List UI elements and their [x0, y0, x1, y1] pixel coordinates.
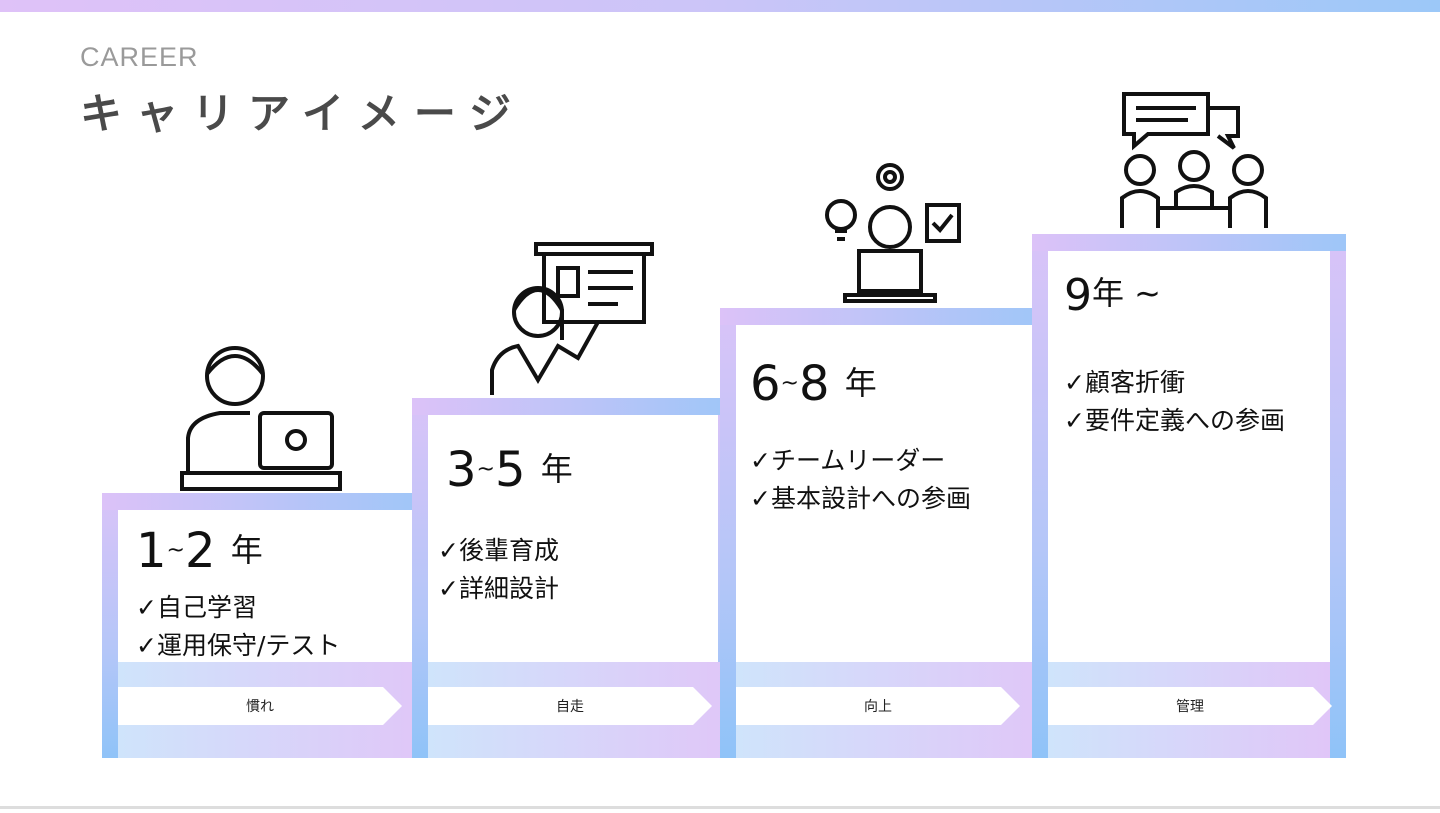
stage-arrow: 管理 [1048, 687, 1332, 725]
page-title: キャリアイメージ [80, 89, 526, 138]
years-label: 1~2 年 [136, 523, 263, 579]
task-list: ✓自己学習 ✓運用保守/テスト [136, 589, 340, 665]
task-list: ✓後輩育成 ✓詳細設計 [438, 532, 559, 608]
task-item: ✓チームリーダー [750, 446, 946, 475]
years-label: 9年 ~ [1064, 270, 1161, 321]
presenter-icon [490, 242, 654, 395]
career-step-1: 1~2 年 ✓自己学習 ✓運用保守/テスト 慣れ [102, 493, 428, 758]
task-item: ✓後輩育成 [438, 536, 559, 565]
stage-arrow: 慣れ [118, 687, 402, 725]
task-item: ✓自己学習 [136, 593, 257, 622]
task-item: ✓顧客折衝 [1064, 368, 1185, 397]
career-step-3: 6~8 年 ✓チームリーダー ✓基本設計への参画 向上 [720, 308, 1048, 758]
task-item: ✓基本設計への参画 [750, 484, 971, 513]
stage-arrow: 向上 [736, 687, 1020, 725]
task-list: ✓顧客折衝 ✓要件定義への参画 [1064, 364, 1285, 440]
section-label: CAREER [80, 42, 199, 72]
task-list: ✓チームリーダー ✓基本設計への参画 [750, 442, 971, 518]
meeting-icon [1120, 92, 1268, 228]
years-label: 3~5 年 [446, 442, 573, 498]
person-laptop-icon [180, 346, 342, 491]
top-accent-bar [0, 0, 1440, 12]
career-step-2: 3~5 年 ✓後輩育成 ✓詳細設計 自走 [412, 398, 734, 758]
career-step-4: 9年 ~ ✓顧客折衝 ✓要件定義への参画 管理 [1032, 234, 1346, 758]
person-ideas-icon [825, 163, 961, 303]
years-label: 6~8 年 [750, 356, 877, 412]
task-item: ✓詳細設計 [438, 574, 559, 603]
task-item: ✓運用保守/テスト [136, 631, 341, 660]
stage-arrow: 自走 [428, 687, 712, 725]
task-item: ✓要件定義への参画 [1064, 406, 1285, 435]
bottom-divider [0, 806, 1440, 809]
